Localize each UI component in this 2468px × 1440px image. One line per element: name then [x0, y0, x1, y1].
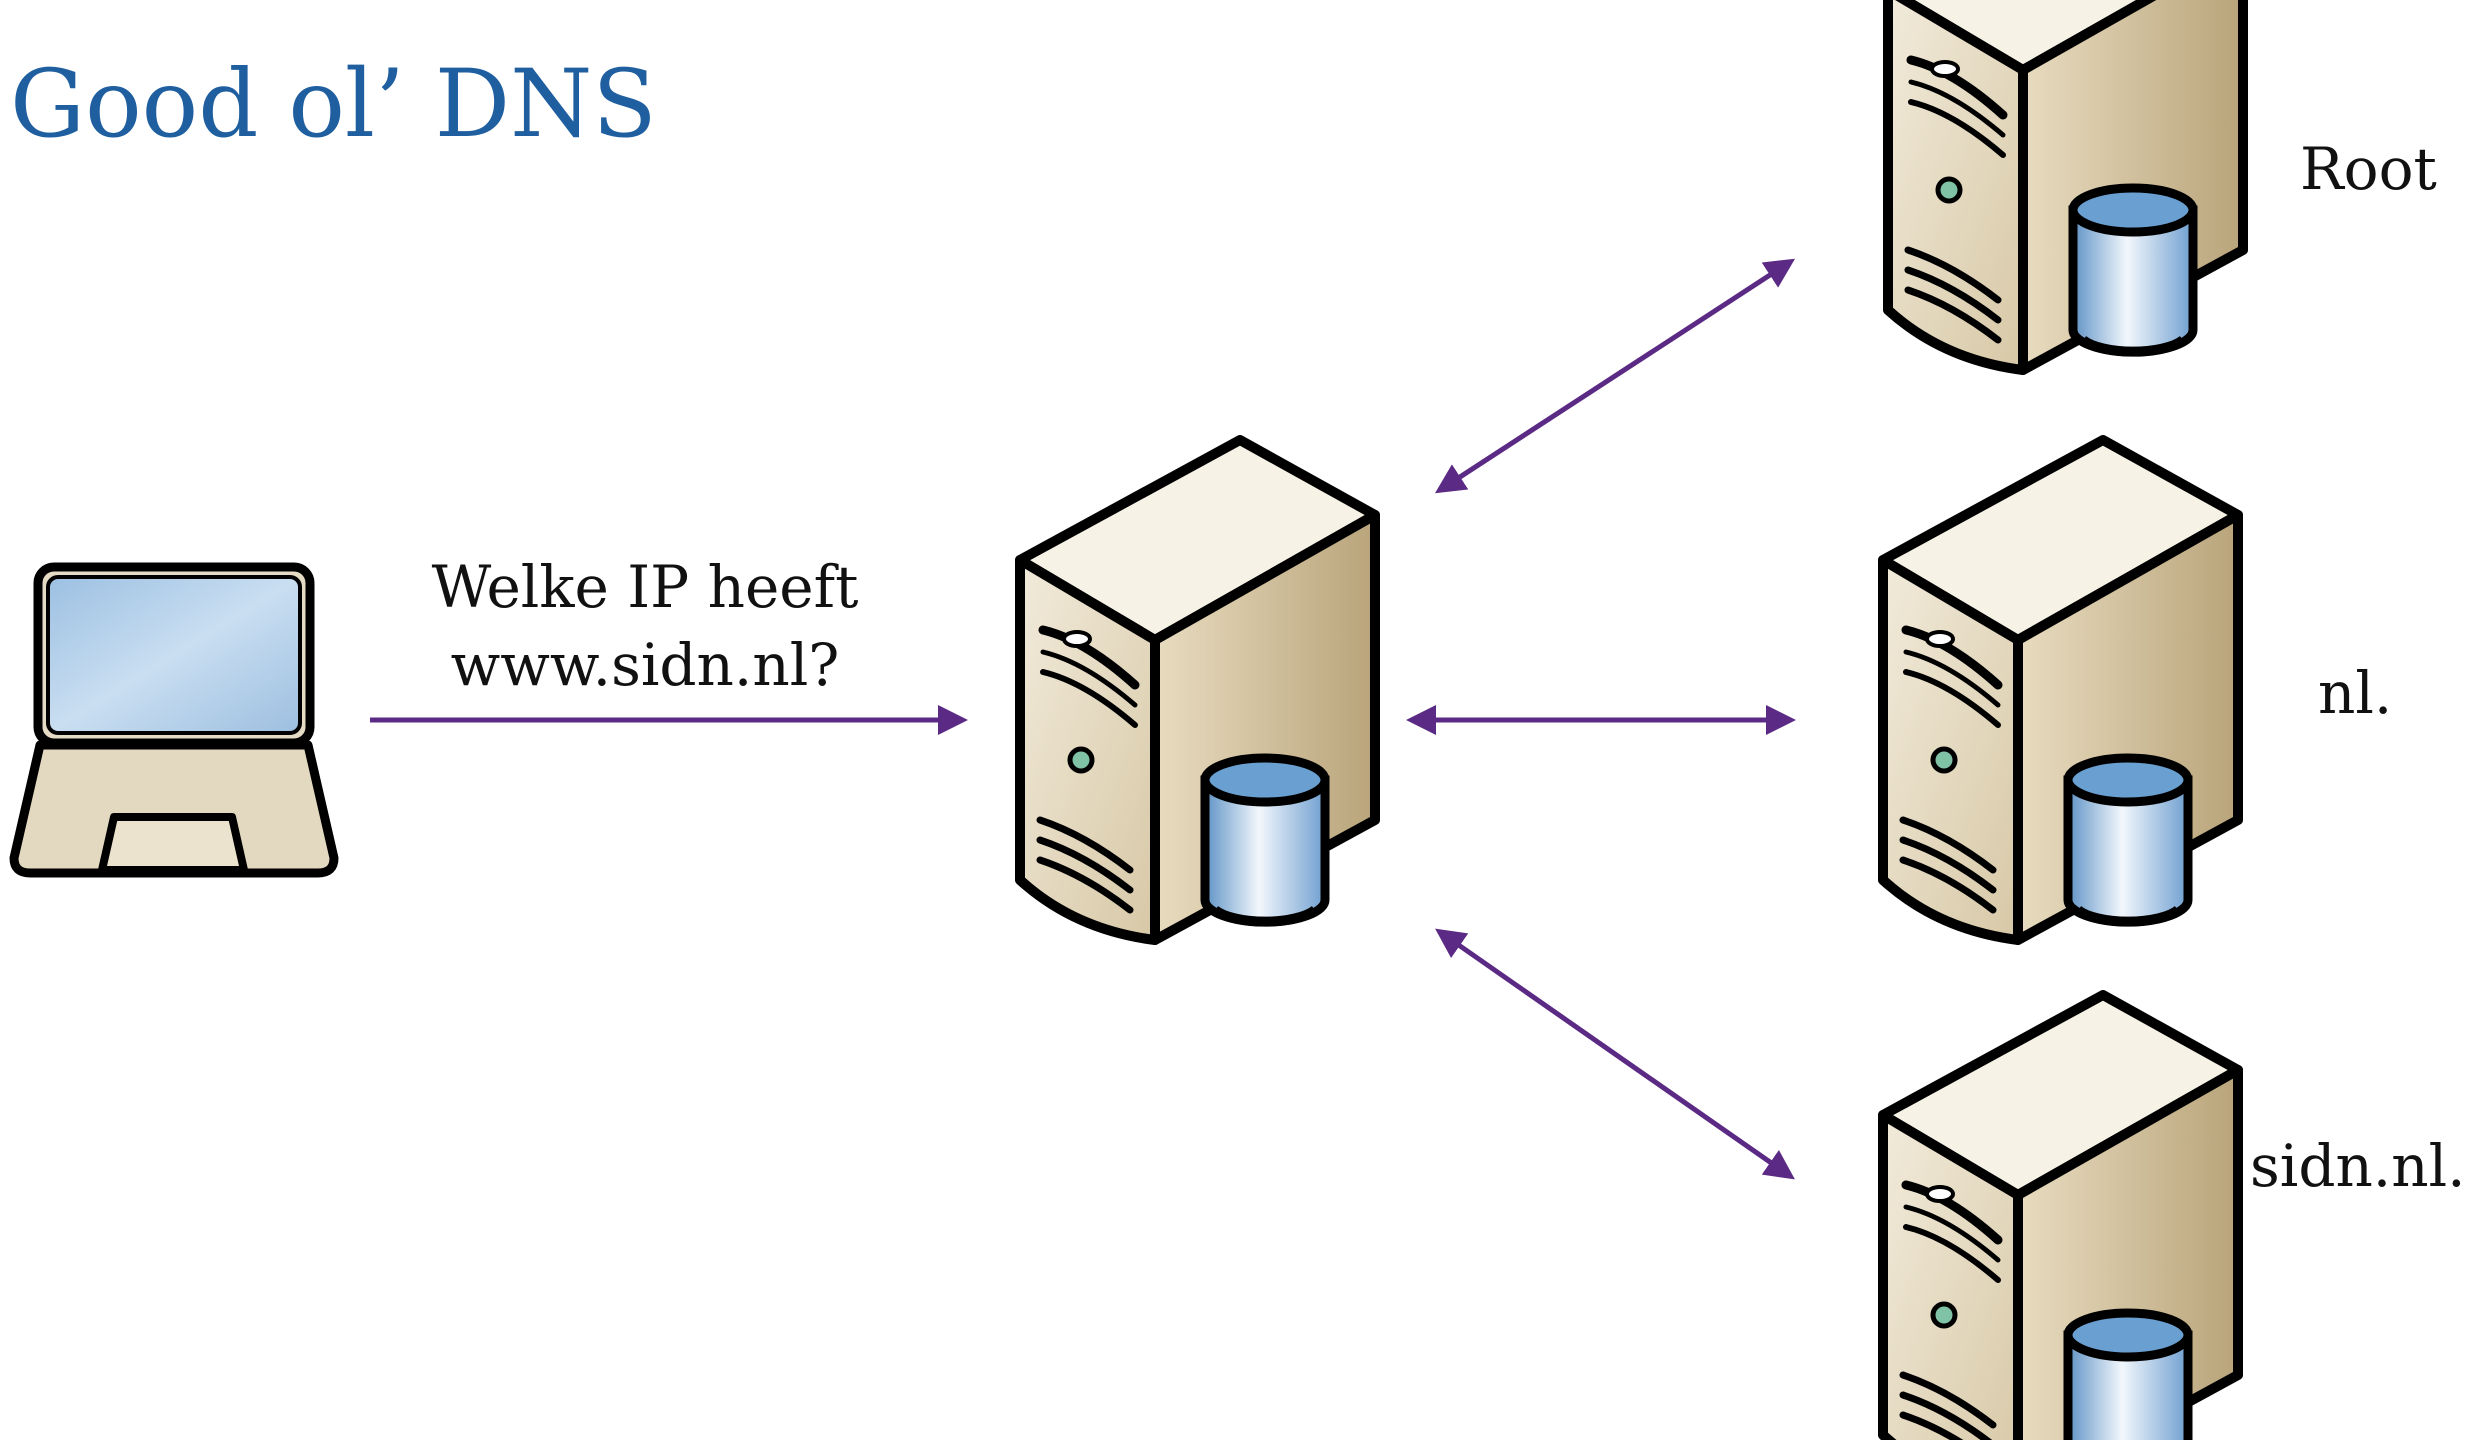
query-line-2: www.sidn.nl? [450, 631, 840, 699]
domain-arrow [1435, 928, 1795, 1180]
root-label: Root [2300, 135, 2437, 203]
query-label: Welke IP heeft www.sidn.nl? [385, 548, 905, 704]
domain-label: sidn.nl. [2250, 1132, 2466, 1200]
tld-label: nl. [2318, 659, 2393, 727]
root-server-icon [1888, 0, 2243, 370]
slide-title: Good ol’ DNS [10, 50, 657, 159]
laptop-icon [9, 562, 339, 878]
root-arrow [1434, 258, 1796, 494]
tld-server-icon [1883, 440, 2238, 940]
domain-server-icon [1883, 995, 2238, 1440]
query-line-1: Welke IP heeft [431, 553, 859, 621]
resolver-server-icon [1020, 440, 1375, 940]
